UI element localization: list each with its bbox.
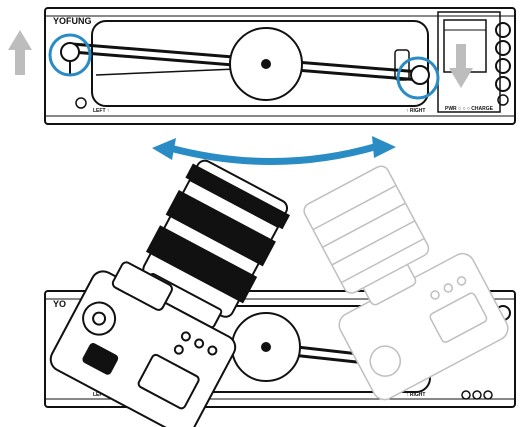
main-camera xyxy=(49,159,291,427)
bottom-right-label: ↑ RIGHT xyxy=(406,392,425,398)
bottom-left-label: LEFT ↑ xyxy=(93,392,109,398)
ghost-camera xyxy=(303,165,509,401)
bottom-brand-label: YO xyxy=(53,299,66,309)
down-arrow-icon xyxy=(449,44,473,88)
right-knob-highlight xyxy=(396,56,440,100)
top-slider xyxy=(44,7,516,125)
top-brand-label: YOFUNG xyxy=(53,16,92,26)
left-knob-highlight xyxy=(48,33,92,77)
double-headed-curved-arrow-icon xyxy=(152,136,396,166)
up-arrow-icon xyxy=(8,30,32,75)
top-right-label: ↑ RIGHT xyxy=(406,108,425,114)
top-left-label: LEFT ↑ xyxy=(93,108,109,114)
top-status-label: PWR ○ ○ ○ CHARGE xyxy=(445,106,494,112)
